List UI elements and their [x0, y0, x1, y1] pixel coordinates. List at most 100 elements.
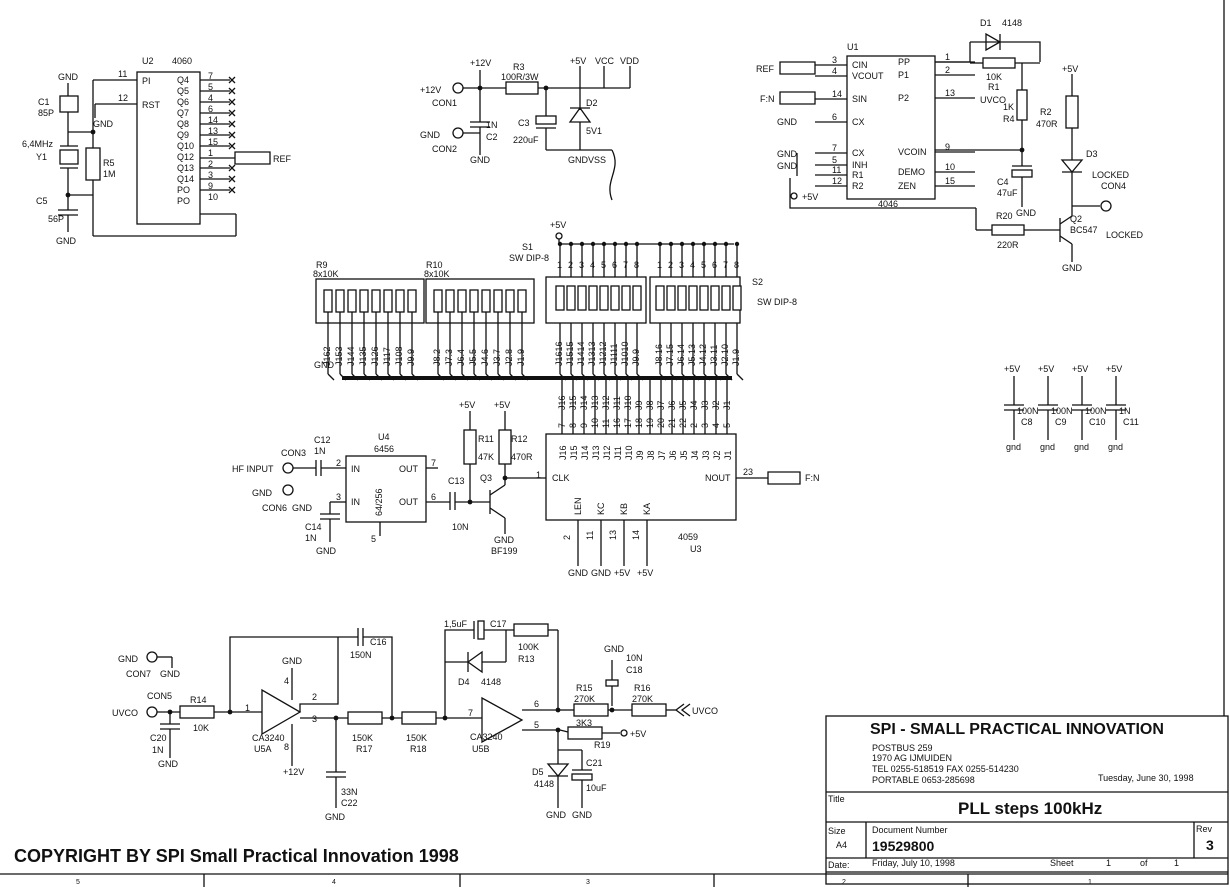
title-block: SPI - SMALL PRACTICAL INNOVATION POSTBUS… [825, 715, 1229, 885]
c18-val: 10N [626, 653, 643, 663]
u4-ref: U4 [378, 432, 390, 442]
u5b-part: CA3240 [470, 732, 503, 742]
u5a-pin8: 8 [284, 742, 289, 752]
c4-gnd: GND [1016, 208, 1037, 218]
d4-ref: D4 [458, 677, 470, 687]
bus-lower-label: J12 [601, 395, 611, 410]
switch-num: 7 [623, 260, 628, 270]
of-label: of [1140, 858, 1148, 868]
u3-ref: U3 [690, 544, 702, 554]
decap-gnd: gnd [1040, 442, 1055, 452]
c18-ref: C18 [626, 665, 643, 675]
decoupling-caps: +5V100NC8gnd+5V100NC9gnd+5V100NC10gnd+5V… [1004, 364, 1139, 452]
con6-gnd: GND [292, 503, 313, 513]
r3-val: 100R/3W [501, 72, 539, 82]
u3-bottom-num: 14 [631, 530, 641, 540]
switch-num: 6 [712, 260, 717, 270]
r16-ref: R16 [634, 683, 651, 693]
supply-section: +12V +12V CON1 R3 100R/3W 1N C2 GND CON2… [420, 56, 640, 201]
r10-pack [425, 278, 535, 324]
u3-part: 4059 [678, 532, 698, 542]
switch-num: 1 [557, 260, 562, 270]
u3-clk: CLK [552, 473, 570, 483]
r20-ref: R20 [996, 211, 1013, 221]
u3-bottom-name: KA [642, 503, 652, 515]
c3-val: 220uF [513, 135, 539, 145]
c12-ref: C12 [314, 435, 331, 445]
u3-bottom-num: 11 [585, 531, 595, 540]
bus-lower-label: J16 [557, 395, 567, 410]
u2-ref: U2 [142, 56, 154, 66]
bus-lower-pin: 11 [601, 419, 611, 428]
c21-val: 10uF [586, 783, 607, 793]
switch-num: 8 [634, 260, 639, 270]
bus-label-top: J8.2 [432, 349, 442, 366]
u5a-part: CA3240 [252, 733, 285, 743]
date-top: Tuesday, June 30, 1998 [1098, 773, 1194, 783]
d3-ref: D3 [1086, 149, 1098, 159]
u2-pin-num-7: 1 [208, 148, 213, 158]
bus-lower-pin: 9 [579, 423, 589, 428]
u4-mid: 64/256 [374, 488, 384, 516]
u2-pin-name-7: Q12 [177, 152, 194, 162]
bus-lower-pin: 22 [678, 418, 688, 428]
switch-num: 1 [657, 260, 662, 270]
hf-input-label: HF INPUT [232, 464, 274, 474]
u1-left-name-3: CX [852, 117, 865, 127]
bus-lower-pin: 21 [667, 418, 677, 428]
c17-val: 1,5uF [444, 619, 468, 629]
bus-label-top: J1515 [565, 341, 575, 366]
u2-noconnect-x-icon [228, 175, 236, 183]
decap-supply: +5V [1106, 364, 1122, 374]
r17-ref: R17 [356, 744, 373, 754]
switch-num: 5 [701, 260, 706, 270]
resnet-element [395, 289, 405, 313]
hf-gnd-label: GND [252, 488, 273, 498]
u2-rst-gnd: GND [93, 119, 114, 129]
switch-num: 2 [668, 260, 673, 270]
r11-ref: R11 [478, 434, 494, 444]
u2-pin-name-0: Q4 [177, 75, 189, 85]
d5-ref: D5 [532, 767, 544, 777]
u1-left-num-7: 12 [832, 176, 842, 186]
u4-pin2-num: 2 [336, 458, 341, 468]
bus-label-top: J8.16 [654, 344, 664, 366]
c21-gnd: GND [572, 810, 593, 820]
c4-ref: C4 [997, 177, 1009, 187]
u1-left-num-5: 5 [832, 155, 837, 165]
c17-ref: C17 [490, 619, 507, 629]
c20-gnd: GND [158, 759, 179, 769]
u5a-pin4: 4 [284, 676, 289, 686]
bus-lower-label: J2 [711, 400, 721, 410]
u4-section: U4 6456 IN 2 OUT 7 IN 3 OUT 6 64/256 5 H… [232, 400, 546, 556]
bus-lower-pin: 3 [700, 423, 710, 428]
u2-pin-num-3: 6 [208, 104, 213, 114]
u2-pin-name-2: Q6 [177, 97, 189, 107]
u2-pin-num-2: 4 [208, 93, 213, 103]
schematic-title: PLL steps 100kHz [958, 799, 1102, 818]
bus-label-top: J108 [394, 346, 404, 366]
u2-pin-name-1: Q5 [177, 86, 189, 96]
bus-lower-label: J6 [667, 400, 677, 410]
switch-num: 7 [723, 260, 728, 270]
resnet-element [407, 289, 417, 313]
u1-gnd-cx2: GND [777, 149, 798, 159]
u2-pin-name-4: Q8 [177, 119, 189, 129]
bus-label-top: J7.3 [444, 349, 454, 366]
c14-val: 1N [305, 533, 317, 543]
switch-element [666, 285, 676, 311]
switch-junction [557, 241, 563, 247]
switch-junction [568, 241, 574, 247]
decap-ref: C9 [1055, 417, 1067, 427]
u2-pin-num-6: 15 [208, 137, 218, 147]
bus-lower-pin: 17 [623, 418, 633, 428]
decap-supply: +5V [1072, 364, 1088, 374]
u3-top-pin: J8 [646, 450, 656, 460]
bus-label-top: J135 [358, 346, 368, 366]
u1-left-name-5: INH [852, 160, 868, 170]
bus-lower-label: J3 [700, 400, 710, 410]
u3-top-pin: J7 [657, 450, 667, 460]
rev-value: 3 [1206, 837, 1214, 853]
con7-gnd: GND [160, 669, 181, 679]
